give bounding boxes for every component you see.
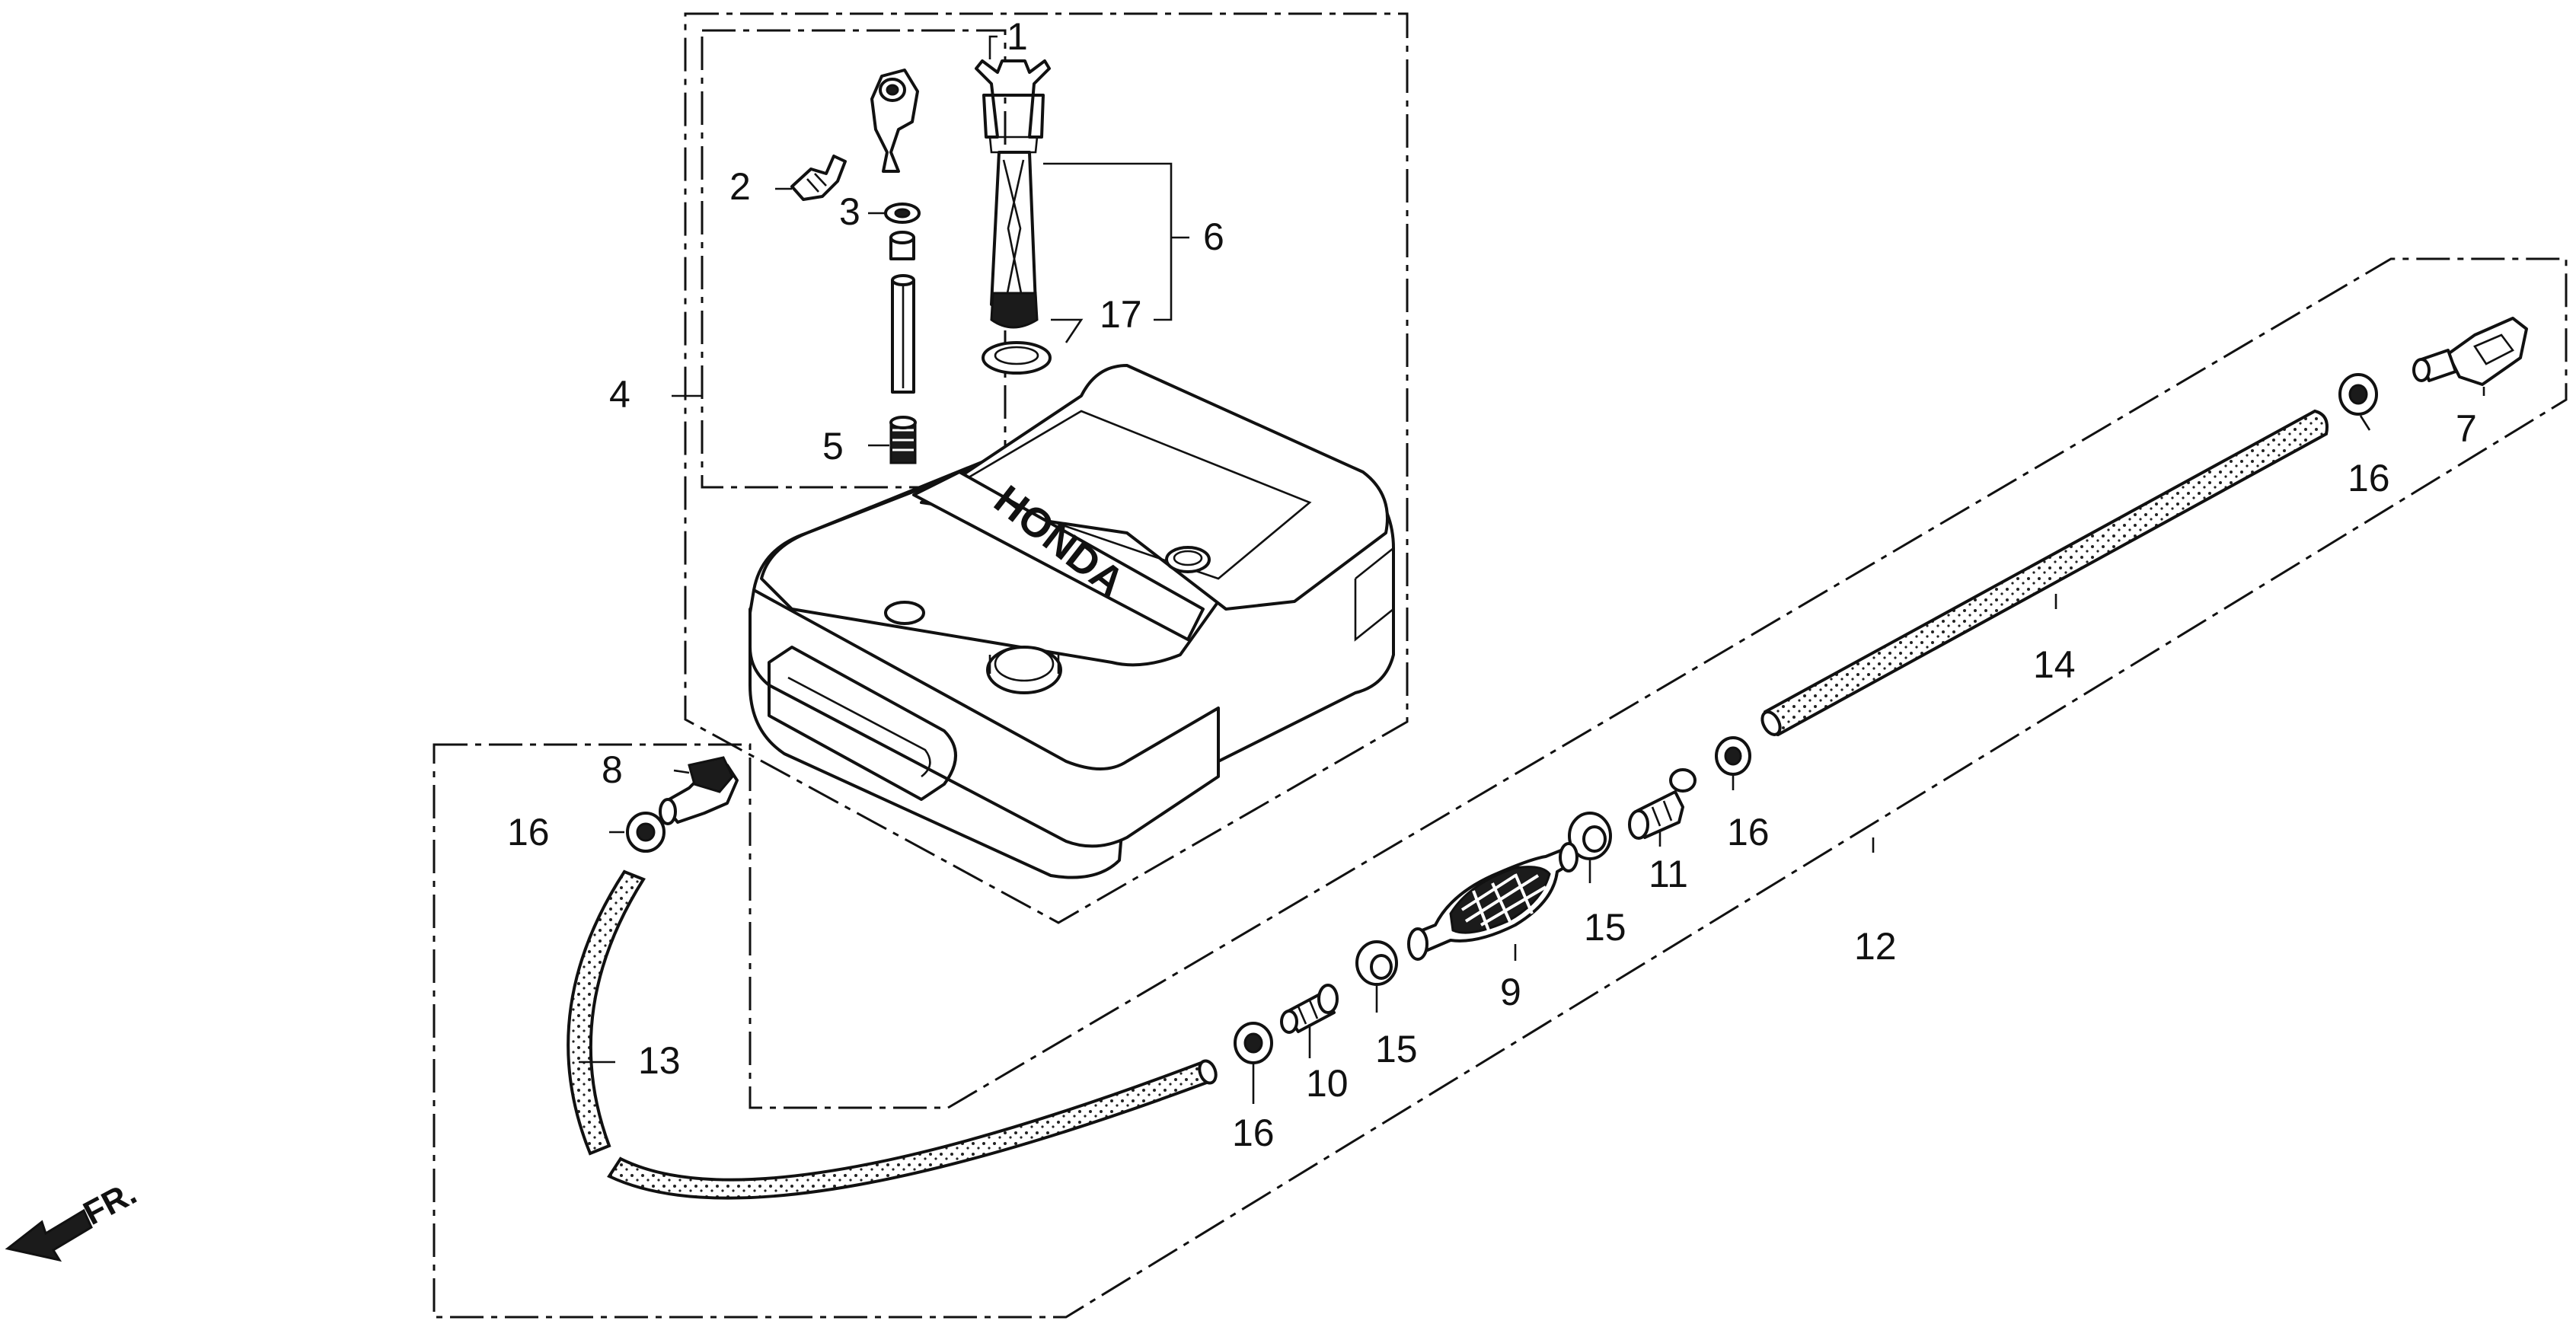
callout-5: 5 [822,425,844,467]
callout-2: 2 [729,165,751,208]
fuel-strainer [889,416,917,464]
callout-6: 6 [1203,215,1224,258]
callout-16-left: 16 [507,811,550,853]
callout-16-right: 16 [2348,457,2390,499]
clip-16-right [2338,373,2378,416]
callout-7: 7 [2456,407,2477,450]
check-valve-10 [1280,984,1339,1034]
callout-4: 4 [609,373,630,416]
callout-15-left: 15 [1375,1028,1418,1070]
clip-15-left [1355,940,1398,986]
callout-13: 13 [638,1039,681,1082]
hose-13 [567,869,1218,1200]
callout-15-right: 15 [1584,906,1626,949]
leader-lines [579,35,2485,1104]
callout-11: 11 [1649,853,1688,895]
callout-8: 8 [602,748,623,791]
check-valve-11 [1628,768,1697,840]
fuel-gauge [975,59,1052,375]
callout-12: 12 [1854,925,1897,968]
callout-1: 1 [1007,15,1028,58]
cap-subgroup-frame [701,29,1007,489]
callout-16-lower: 16 [1232,1112,1275,1154]
callout-9: 9 [1500,971,1521,1013]
clip-16-lower [1234,1022,1273,1064]
hose-14 [1760,409,2329,737]
primer-bulb-9 [1407,842,1578,961]
callout-10: 10 [1306,1062,1349,1105]
o-ring-3 [884,203,921,224]
hose-group-frame [433,257,2568,1319]
vent-elbow [870,69,919,173]
tank-group-frame [684,12,1409,924]
callout-14: 14 [2033,643,2076,686]
callout-17: 17 [1100,293,1142,336]
connector-7 [2412,317,2528,386]
callout-labels: 1 2 3 4 5 6 17 7 16 8 16 13 16 10 15 9 1… [507,15,2477,1154]
collar [889,231,915,260]
callout-16-mid: 16 [1727,811,1770,853]
connector-8 [659,756,739,825]
vent-screw [790,155,847,201]
callout-3: 3 [839,190,860,233]
clip-15-right [1568,812,1612,860]
front-direction-arrow: FR. [5,1174,142,1262]
clip-16-mid [1715,736,1751,776]
pickup-tube [891,274,915,394]
fuel-tank: HONDA [749,364,1395,879]
clip-16-left [626,812,666,853]
